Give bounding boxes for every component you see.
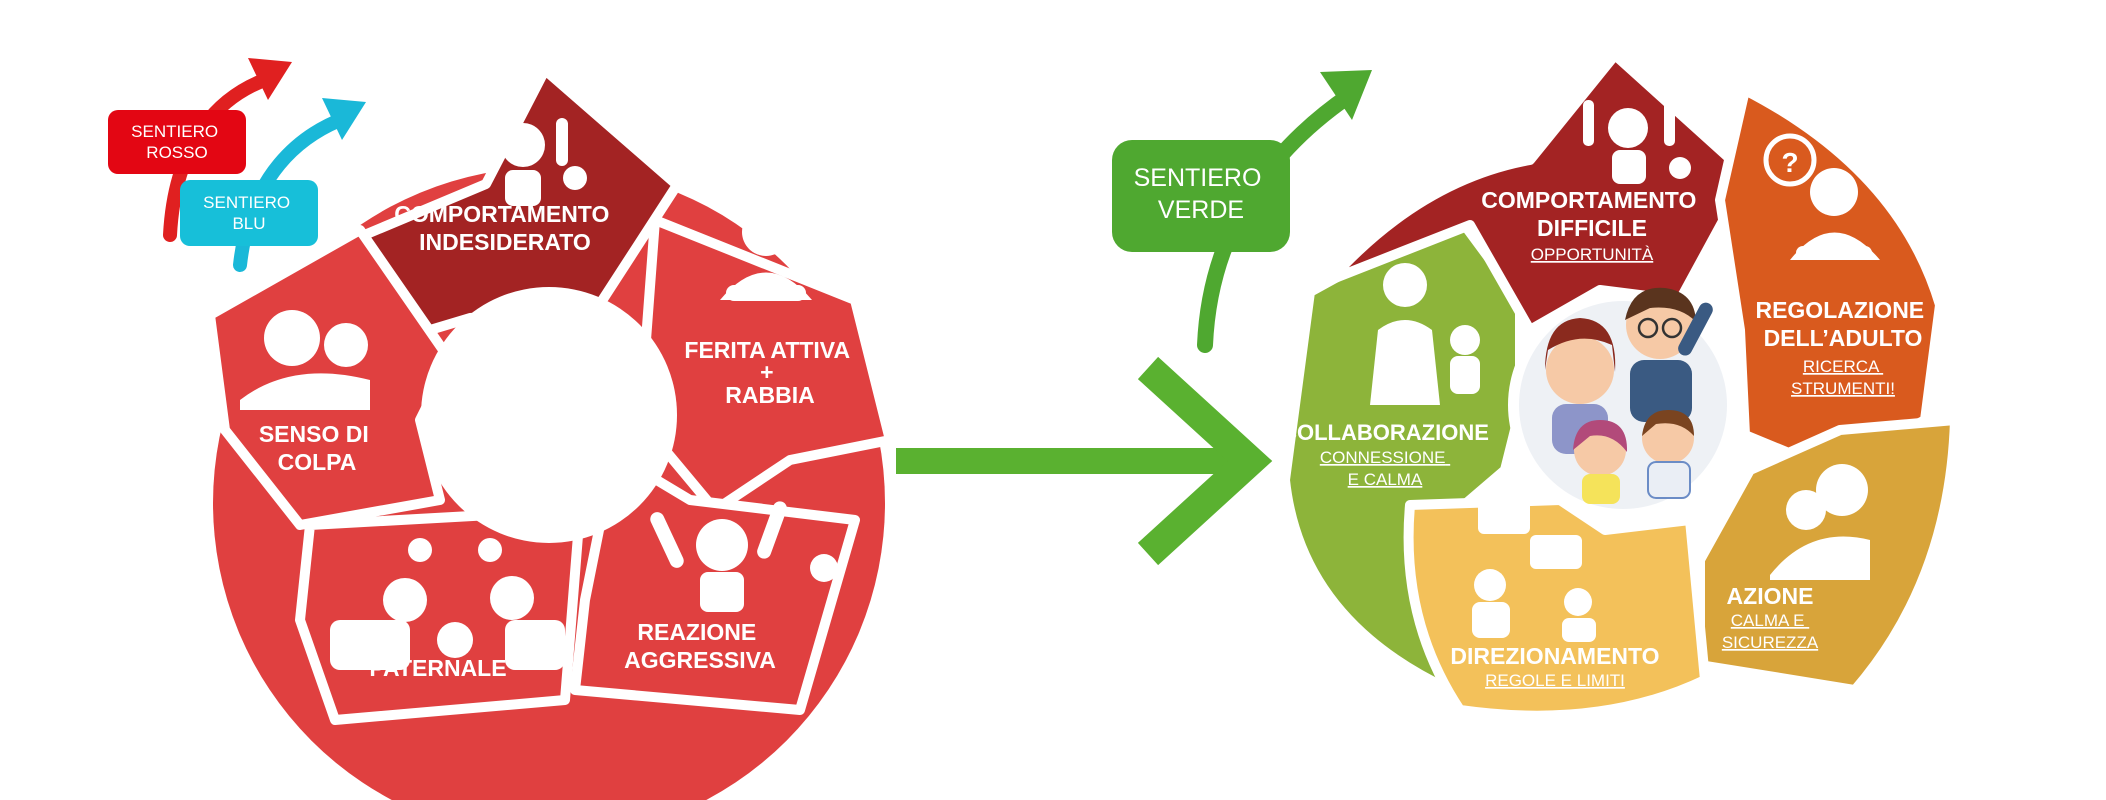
segment-direzionamento: [1403, 495, 1710, 721]
hug-guilt-icon: [240, 310, 370, 410]
left-ring-hole: [421, 287, 677, 543]
sub-opportunita: OPPORTUNITÀ: [1531, 245, 1654, 264]
sub-calma-sicurezza: CALMA E SICUREZZA: [1722, 611, 1819, 652]
blue-path-badge: SENTIERO BLU: [180, 180, 318, 246]
left-cycle: COMPORTAMENTO INDESIDERATO FERITA ATTIVA…: [108, 58, 895, 800]
segment-regolazione: [1715, 85, 1945, 475]
label-direzionamento: DIREZIONAMENTO: [1450, 643, 1659, 669]
transition-arrow: [896, 356, 1273, 566]
collaboration-figures-icon: [1370, 263, 1480, 405]
sub-ricerca-strumenti: RICERCA STRUMENTI!: [1791, 357, 1895, 398]
label-ferita-attiva: FERITA ATTIVA + RABBIA: [684, 337, 855, 408]
label-reazione-aggressiva: REAZIONE AGGRESSIVA: [624, 619, 776, 673]
green-path-badge: SENTIERO VERDE: [1112, 140, 1290, 252]
left-labels: COMPORTAMENTO INDESIDERATO FERITA ATTIVA…: [259, 201, 855, 681]
label-azione: AZIONE: [1727, 583, 1814, 609]
right-labels: COMPORTAMENTO DIFFICILE OPPORTUNITÀ REGO…: [1281, 187, 1930, 690]
aggressive-figure-icon: [650, 501, 838, 612]
family-illustration: [1545, 287, 1713, 504]
label-collaborazione: COLLABORAZIONE: [1281, 420, 1489, 445]
right-cycle: ?: [1112, 50, 1960, 800]
difficult-child-icon: [1583, 100, 1691, 184]
label-regolazione: REGOLAZIONE DELL’ADULTO: [1755, 297, 1930, 351]
label-comportamento-difficile: COMPORTAMENTO DIFFICILE: [1481, 187, 1702, 241]
angry-child-icon: [478, 118, 587, 206]
thinking-adult-icon: ?: [1763, 133, 1880, 260]
sub-regole-limiti: REGOLE E LIMITI: [1485, 671, 1625, 690]
sub-connessione-calma: CONNESSIONE E CALMA: [1320, 448, 1450, 489]
crossed-arms-figure-icon: [720, 208, 812, 301]
svg-text:?: ?: [1781, 147, 1798, 178]
svg-text:SENTIERO VERDE: SENTIERO VERDE: [1134, 164, 1269, 224]
svg-text:SENTIERO BLU: SENTIERO BLU: [203, 193, 295, 233]
label-comportamento-indesiderato: COMPORTAMENTO INDESIDERATO: [394, 201, 615, 255]
lecture-figures-icon: [330, 538, 565, 670]
svg-text:SENTIERO ROSSO: SENTIERO ROSSO: [131, 122, 223, 162]
red-path-badge: SENTIERO ROSSO: [108, 110, 246, 174]
label-paternale: PATERNALE: [369, 655, 506, 681]
hug-calm-icon: [1770, 464, 1870, 580]
guidance-figures-icon: [1472, 500, 1596, 642]
label-senso-di-colpa: SENSO DI COLPA: [259, 421, 375, 475]
